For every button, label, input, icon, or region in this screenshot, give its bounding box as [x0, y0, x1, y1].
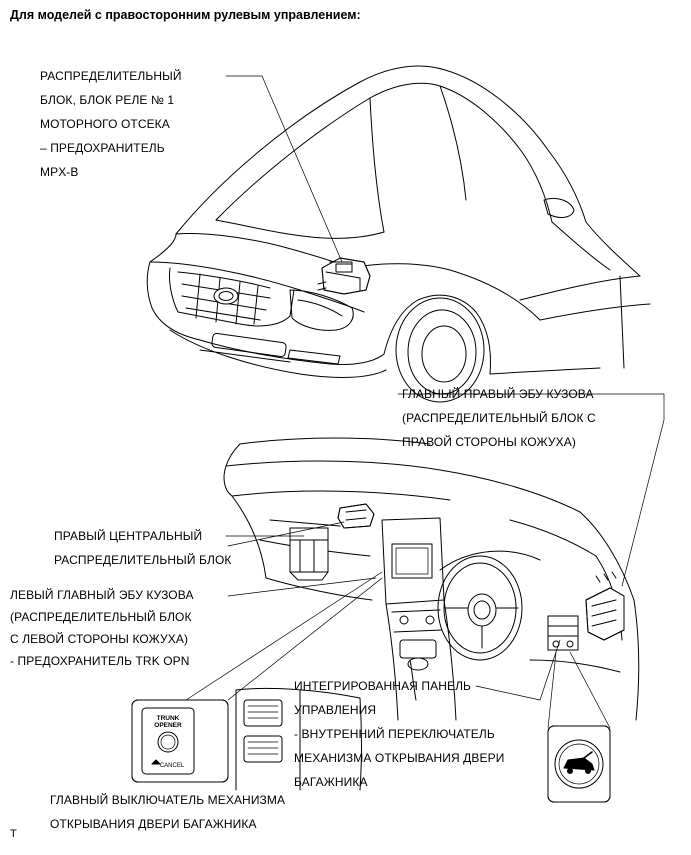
- label-left-main-body-ecu: ЛЕВЫЙ ГЛАВНЫЙ ЭБУ КУЗОВА (РАСПРЕДЕЛИТЕЛЬ…: [10, 588, 194, 668]
- trunk-opener-switch-detail: TRUNK OPENER CANCEL: [131, 699, 229, 783]
- label-main-switch: ГЛАВНЫЙ ВЫКЛЮЧАТЕЛЬ МЕХАНИЗМА ОТКРЫВАНИЯ…: [50, 793, 286, 831]
- label-main-body-ecu-right: ГЛАВНЫЙ ПРАВЫЙ ЭБУ КУЗОВА (РАСПРЕДЕЛИТЕЛ…: [402, 387, 596, 449]
- label-integrated-panel: ИНТЕГРИРОВАННАЯ ПАНЕЛЬ УПРАВЛЕНИЯ - ВНУТ…: [294, 679, 505, 789]
- trunk-label-2: OPENER: [154, 722, 182, 729]
- car-trunk-open-icon: [547, 725, 611, 803]
- trunk-label-1: TRUNK: [157, 715, 180, 722]
- page-title: Для моделей с правосторонним рулевым упр…: [10, 8, 361, 22]
- corner-mark: T: [10, 828, 17, 840]
- label-right-center-jb: ПРАВЫЙ ЦЕНТРАЛЬНЫЙ РАСПРЕДЕЛИТЕЛЬНЫЙ БЛО…: [54, 529, 232, 567]
- car-interior-drawing: [223, 437, 640, 791]
- label-relay-block: РАСПРЕДЕЛИТЕЛЬНЫЙ БЛОК, БЛОК РЕЛЕ № 1 МО…: [40, 69, 182, 179]
- car-exterior-drawing: [146, 65, 651, 403]
- cancel-label: CANCEL: [160, 763, 185, 769]
